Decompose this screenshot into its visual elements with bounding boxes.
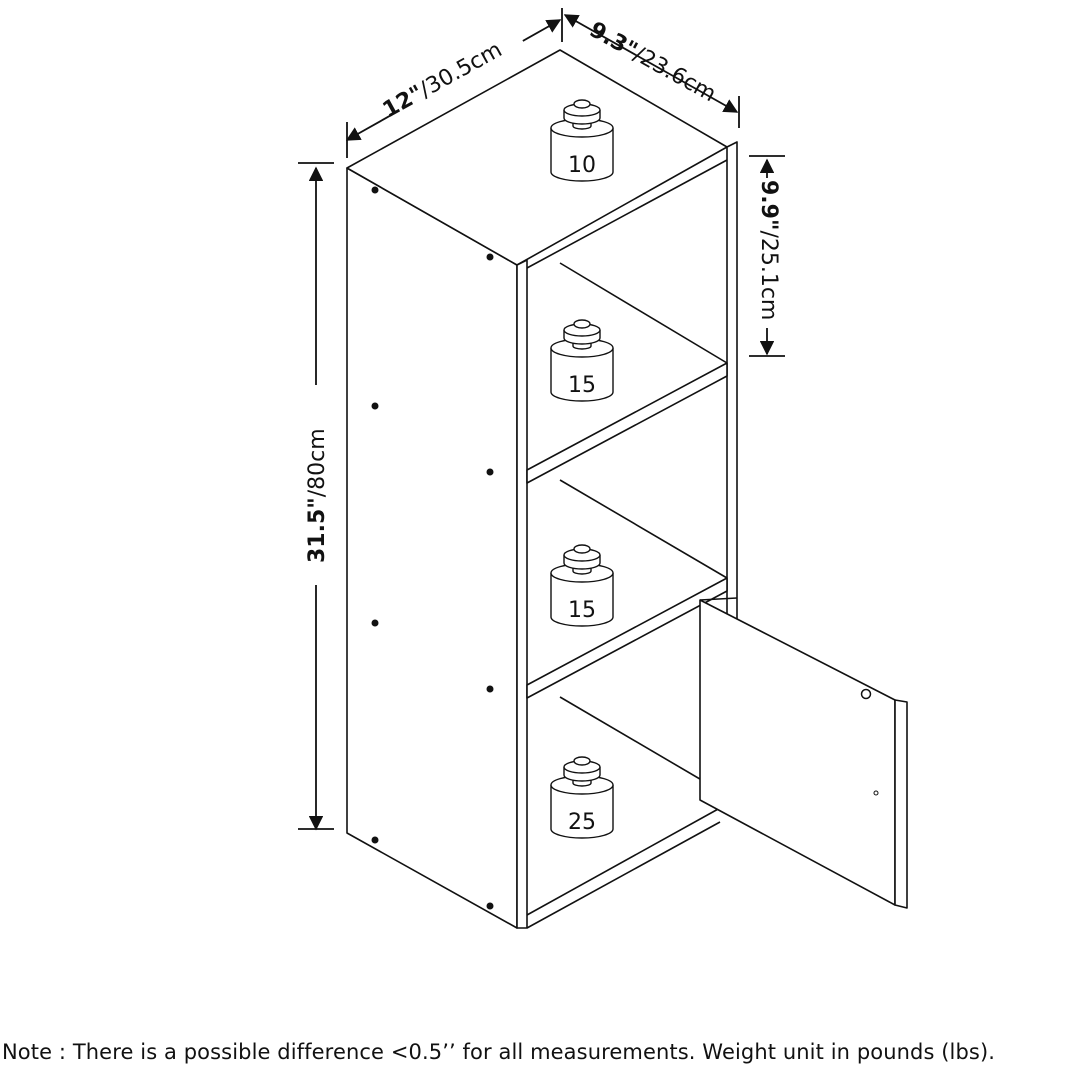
weight-label-2: 15 — [568, 373, 596, 398]
door-edge — [894, 699, 908, 909]
weight-3 — [550, 544, 614, 627]
cam-locks — [371, 186, 494, 910]
cabinet-door — [699, 599, 896, 906]
side-panel — [346, 167, 518, 929]
front-frame — [516, 259, 528, 929]
door-knob — [873, 790, 879, 796]
door-hinge — [860, 688, 872, 700]
shelf-1 — [526, 362, 728, 484]
weight-label-3: 15 — [568, 598, 596, 623]
weights: 10 15 15 25 — [550, 99, 614, 839]
weight-1 — [550, 99, 614, 182]
bookcase — [346, 49, 908, 929]
shelf-2 — [526, 577, 728, 699]
shelf-gap-label: 9.9"/25.1cm — [756, 180, 781, 320]
measurement-note: Note : There is a possible difference <0… — [2, 1040, 996, 1064]
weight-label-4: 25 — [568, 810, 596, 835]
height-label: 31.5"/80cm — [305, 428, 330, 563]
weight-2 — [550, 319, 614, 402]
weight-label-1: 10 — [568, 153, 596, 178]
weight-4 — [550, 756, 614, 839]
